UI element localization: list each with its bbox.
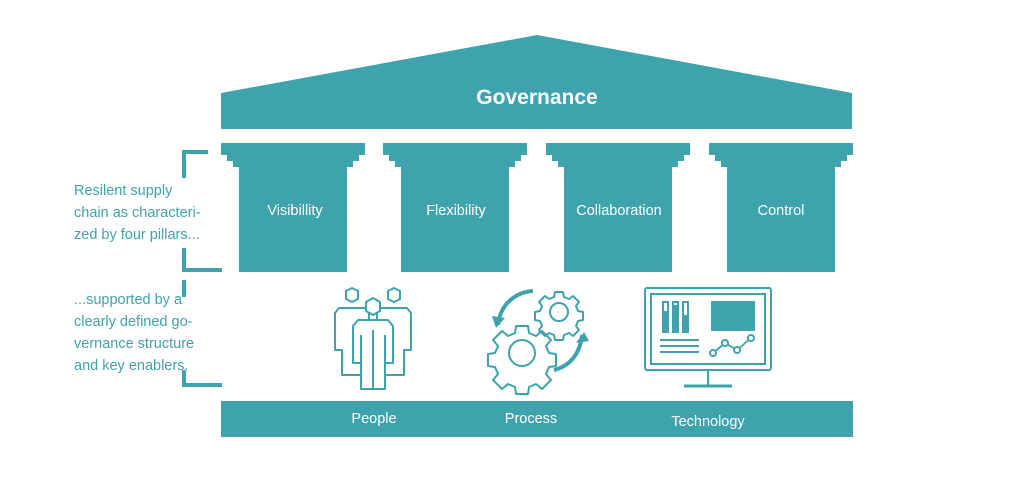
enablers-note: ...supported by a clearly defined go- ve… [74,289,194,377]
enablers-note-line: and key enablers. [74,358,189,374]
pillars-note-line: zed by four pillars... [74,227,200,243]
enabler-label-process: Process [505,411,557,427]
enablers-note-line: clearly defined go- [74,314,193,330]
pillars-note-line: chain as characteri- [74,205,201,221]
governance-label: Governance [476,86,597,109]
monitor-chart-icon [644,287,772,388]
pillars-note-line: Resilent supply [74,183,173,199]
bracket-pillars [182,150,222,272]
pillar-control: Control [709,143,853,272]
people-icon [334,287,412,390]
enablers-base: People Process Technology [221,401,853,437]
pillar-label-visibility: Visibillity [267,203,323,219]
enablers-note-line: ...supported by a [74,292,183,308]
enabler-label-people: People [351,411,396,427]
pillar-flexibility: Flexibility [383,143,527,272]
bracket-enablers [182,280,222,387]
governance-roof: Governance [221,35,852,129]
pillar-collaboration: Collaboration [546,143,690,272]
gears-icon [487,289,589,395]
pillar-visibility: Visibillity [221,143,365,272]
pillar-label-collaboration: Collaboration [576,203,661,219]
enablers-note-line: vernance structure [74,336,195,352]
pillar-label-flexibility: Flexibility [426,203,486,219]
pillars-note: Resilent supply chain as characteri- zed… [74,180,201,246]
enabler-label-technology: Technology [671,414,745,430]
pillar-label-control: Control [758,203,805,219]
